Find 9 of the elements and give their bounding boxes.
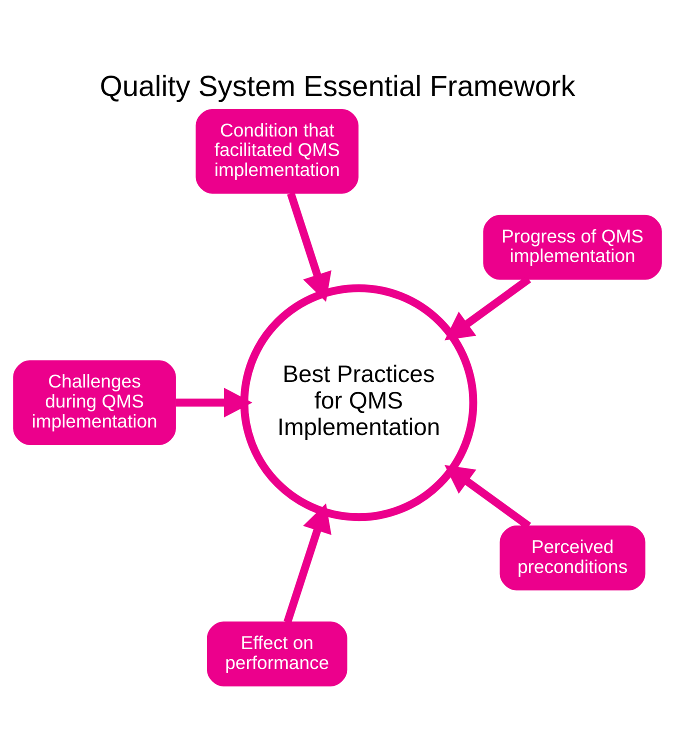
node-box: Condition that facilitated QMS implementation — [196, 108, 358, 194]
arrow — [287, 192, 332, 302]
node-box: Progress of QMS implementation — [483, 214, 662, 280]
node-box: Challenges during QMS implementation — [13, 360, 176, 445]
node-box: Effect on performance — [206, 622, 348, 686]
node-box: Perceived preconditions — [500, 526, 646, 590]
arrow — [284, 503, 332, 624]
arrow — [176, 388, 252, 418]
diagram-title: Quality System Essential Framework — [100, 70, 576, 103]
